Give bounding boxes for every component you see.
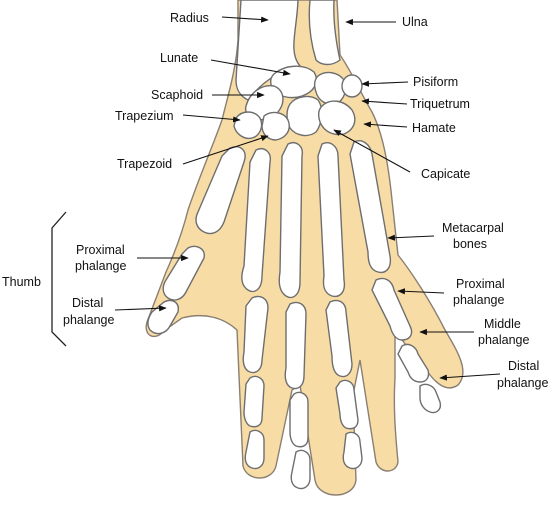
proximal-phalange-middle: [284, 301, 307, 390]
thumb-proximal-phalange: [162, 245, 205, 301]
trapezoid-bone: [261, 111, 290, 141]
metacarpal-ring: [317, 142, 346, 298]
trapezium-bone: [233, 111, 263, 140]
label-trapezoid: Trapezoid: [117, 157, 172, 171]
distal-phalange-little: [419, 383, 442, 414]
metacarpal-little: [349, 140, 392, 274]
label-distal-1: Distal: [508, 359, 539, 373]
middle-phalange-little: [397, 343, 430, 383]
thumb-distal-pointer: [114, 305, 167, 312]
middle-phalange-index: [243, 375, 265, 428]
label-capicate: Capicate: [421, 167, 470, 181]
label-middle-1: Middle: [484, 317, 521, 331]
label-radius: Radius: [170, 11, 209, 25]
proximal-phalange-little: [371, 277, 413, 341]
capicate-pointer: [333, 129, 411, 173]
distal-phalange-index: [244, 429, 265, 470]
triquetrum-pointer: [361, 98, 408, 105]
capitate-bone: [286, 95, 323, 137]
trapezoid-pointer: [182, 135, 269, 165]
label-metacarpal-2: bones: [453, 237, 487, 251]
distal-phalange-ring: [342, 431, 363, 470]
radius-pointer: [221, 16, 269, 23]
metacarpal-pointer: [387, 234, 435, 241]
lunate-pointer: [210, 59, 291, 76]
label-ulna: Ulna: [402, 15, 428, 29]
hand-silhouette: [145, 0, 464, 496]
label-triquetrum: Triquetrum: [410, 97, 470, 111]
ulna-bone: [308, 0, 341, 66]
label-proximal-1: Proximal: [456, 277, 505, 291]
label-hamate: Hamate: [412, 121, 456, 135]
lunate-bone: [269, 65, 318, 99]
label-pisiform: Pisiform: [413, 75, 458, 89]
label-thumb-proximal-2: phalange: [75, 259, 126, 273]
thumb-bracket: [51, 211, 67, 347]
distal-phalange-middle: [290, 449, 311, 490]
label-lunate: Lunate: [160, 51, 198, 65]
middle-phalange-ring: [335, 379, 359, 430]
label-middle-2: phalange: [478, 333, 529, 347]
hamate-pointer: [363, 121, 408, 128]
label-metacarpal-1: Metacarpal: [442, 221, 504, 235]
thumb-distal-phalange: [147, 299, 179, 335]
middle-phalange-middle: [289, 391, 309, 448]
thumb-metacarpal: [195, 146, 246, 235]
label-thumb-proximal-1: Proximal: [76, 243, 125, 257]
pisiform-pointer: [361, 80, 409, 87]
label-trapezium: Trapezium: [115, 109, 174, 123]
trapezium-pointer: [182, 114, 241, 123]
metacarpal-middle: [278, 142, 303, 299]
metacarpal-index: [241, 148, 271, 293]
proximal-phalange-index: [242, 295, 269, 374]
distal-pointer: [439, 373, 501, 381]
label-thumb: Thumb: [2, 275, 41, 289]
label-thumb-distal-1: Distal: [72, 296, 103, 310]
triquetrum-bone: [313, 71, 347, 106]
label-thumb-distal-2: phalange: [63, 313, 114, 327]
hamate-bone: [317, 100, 356, 136]
label-distal-2: phalange: [497, 376, 548, 390]
proximal-pointer: [397, 288, 445, 295]
pisiform-bone: [341, 74, 363, 98]
label-scaphoid: Scaphoid: [151, 88, 203, 102]
proximal-phalange-ring: [325, 299, 353, 378]
label-proximal-2: phalange: [453, 293, 504, 307]
